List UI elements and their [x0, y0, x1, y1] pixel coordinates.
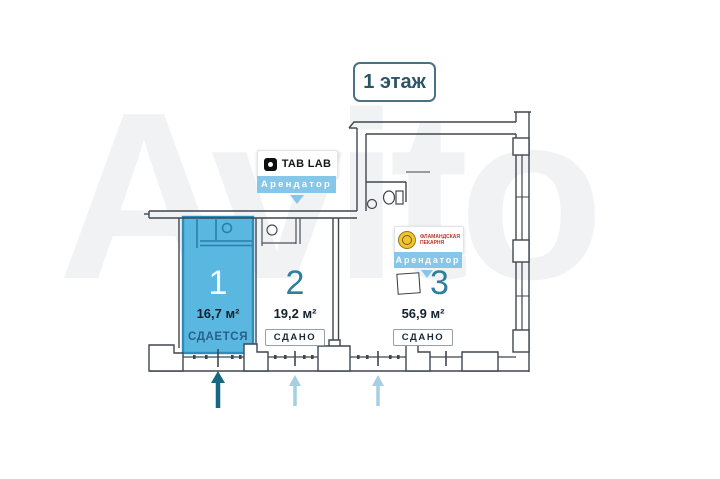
column-symbol	[396, 271, 421, 295]
pointer-triangle-icon	[421, 270, 433, 278]
room-number: 3	[430, 264, 449, 302]
tenant-card-tab-lab: TAB LAB	[257, 150, 338, 178]
tenant-name: ФЛАМАНДСКАЯ ПЕКАРНЯ	[419, 233, 460, 246]
room-status-badge: СДАНО	[392, 329, 454, 346]
pointer-triangle-icon	[290, 195, 304, 204]
tenant-role-badge: Арендатор	[257, 176, 336, 193]
tab-lab-logo-icon	[263, 157, 277, 171]
tenant-name: TAB LAB	[281, 158, 332, 170]
room-number: 1	[208, 264, 228, 302]
room-2-label: 2 19,2 м² СДАНО	[257, 266, 333, 346]
room-1-fixtures	[196, 218, 252, 248]
room-number: 2	[285, 264, 305, 302]
room-1-label: 1 16,7 м² СДАЕТСЯ	[183, 266, 253, 343]
floor-title: 1 этаж	[353, 62, 436, 102]
walls	[144, 111, 531, 372]
room-1-area-highlight	[181, 215, 255, 355]
window-marks	[193, 355, 400, 359]
entrance-arrow-room-2	[289, 375, 301, 406]
tenant-card-bakery: ФЛАМАНДСКАЯ ПЕКАРНЯ	[394, 226, 464, 254]
room-status-available: СДАЕТСЯ	[187, 331, 249, 343]
tenant-role-badge: Арендатор	[394, 252, 462, 268]
room-area: 56,9 м²	[401, 306, 445, 321]
toilet-icon	[366, 190, 404, 210]
entrance-arrow-room-3	[372, 375, 384, 406]
room-area: 16,7 м²	[196, 306, 240, 321]
room-status-badge: СДАНО	[264, 329, 326, 346]
floor-title-text: 1 этаж	[363, 70, 426, 93]
bakery-logo-icon	[397, 231, 416, 249]
room-area: 19,2 м²	[273, 306, 317, 321]
room-3-label: 3 56,9 м² СДАНО	[368, 266, 478, 346]
room-2-fixtures	[261, 218, 301, 246]
entrance-arrow-room-1	[211, 371, 225, 408]
wall-piers	[148, 137, 530, 372]
